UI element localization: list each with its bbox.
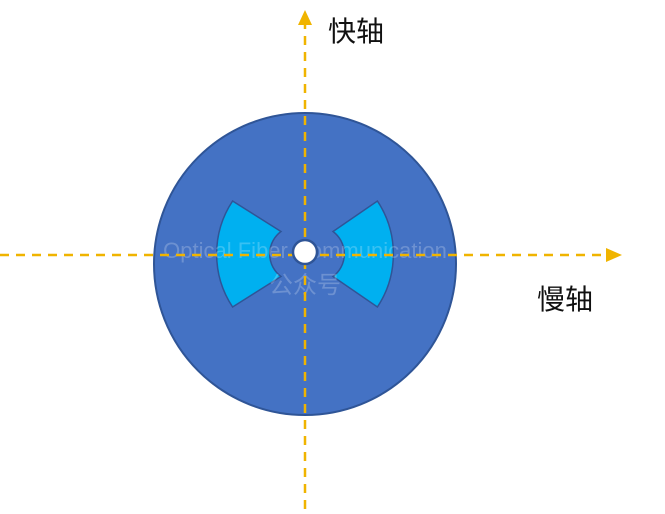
slow-axis-label: 慢轴 xyxy=(537,283,594,316)
arrow-up-icon xyxy=(298,10,312,25)
fiber-core xyxy=(291,238,319,266)
fast-axis-label: 快轴 xyxy=(328,15,385,48)
stress-rod-right xyxy=(331,199,395,309)
arrow-right-icon xyxy=(606,248,622,262)
